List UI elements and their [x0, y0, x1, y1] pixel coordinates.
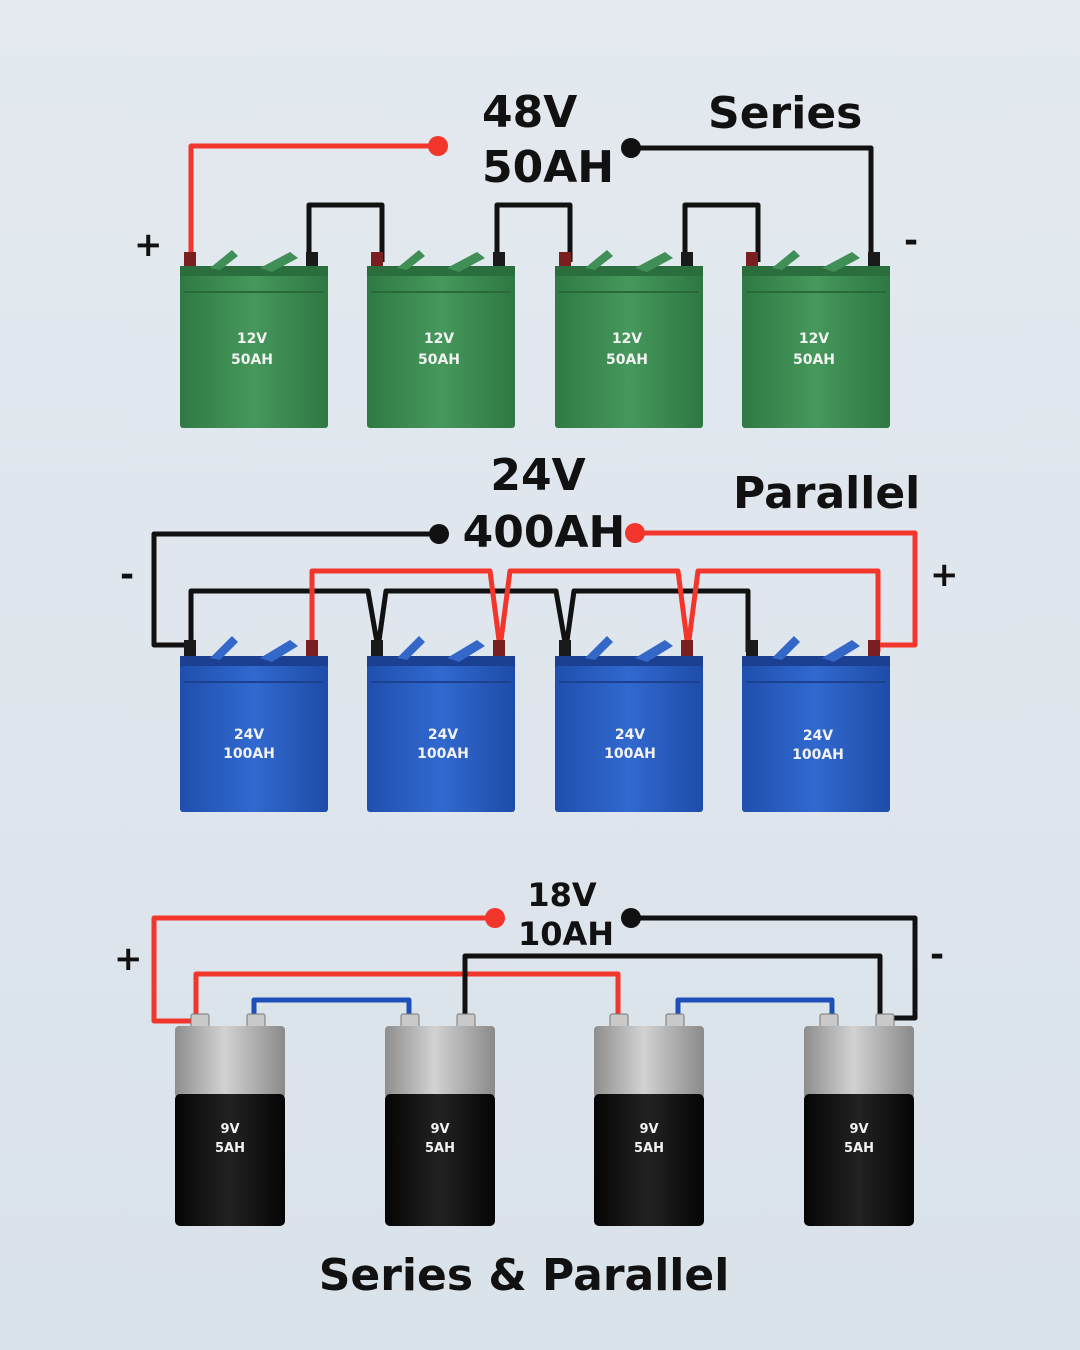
sp-negative-link-wire: [462, 953, 883, 1020]
parallel-positive-bus: [309, 568, 881, 652]
series-battery-4-voltage: 12V: [799, 331, 829, 347]
parallel-battery-3: 24V 100AH: [555, 636, 703, 812]
sp-positive-main-wire: [151, 915, 494, 1024]
series-parallel-section: 9V 5AH 9V 5AH 9V 5AH 9V 5AH 18V: [114, 876, 944, 1301]
sp-battery-2-voltage: 9V: [430, 1122, 449, 1137]
sp-battery-1-capacity: 5AH: [215, 1141, 245, 1156]
sp-battery-3-voltage: 9V: [639, 1122, 658, 1137]
sp-capacity-label: 10AH: [518, 915, 614, 953]
series-positive-wire: [188, 143, 436, 262]
sp-series-link-left: [251, 997, 412, 1022]
series-negative-terminal-dot: [621, 138, 641, 158]
series-capacity-label: 50AH: [482, 142, 614, 193]
series-battery-1-voltage: 12V: [237, 331, 267, 347]
sp-battery-1: 9V 5AH: [175, 1013, 285, 1226]
parallel-battery-1-capacity: 100AH: [223, 746, 275, 762]
parallel-wires: [151, 523, 918, 652]
sp-positive-terminal-dot: [485, 908, 505, 928]
sp-plus-sign: +: [114, 939, 143, 979]
sp-battery-4-voltage: 9V: [849, 1122, 868, 1137]
parallel-battery-3-voltage: 24V: [615, 727, 645, 743]
parallel-section: 24V 100AH 24V 100AH 24V 100AH: [120, 450, 959, 812]
parallel-minus-sign: -: [120, 555, 134, 595]
parallel-title: Parallel: [733, 468, 920, 519]
sp-series-link-right: [675, 997, 835, 1022]
series-battery-4-capacity: 50AH: [793, 352, 835, 368]
series-parallel-wires: [151, 908, 918, 1024]
series-minus-sign: -: [904, 221, 918, 261]
series-battery-4: 12V 50AH: [742, 250, 890, 428]
parallel-negative-wire: [151, 531, 438, 648]
parallel-battery-4-capacity: 100AH: [792, 747, 844, 763]
parallel-positive-terminal-dot: [625, 523, 645, 543]
parallel-positive-wire: [636, 530, 918, 648]
parallel-negative-terminal-dot: [429, 524, 449, 544]
series-battery-2: 12V 50AH: [367, 250, 515, 428]
parallel-negative-bus: [188, 588, 751, 652]
sp-battery-4: 9V 5AH: [804, 1013, 914, 1226]
sp-positive-link-wire: [193, 971, 621, 1020]
series-battery-3: 12V 50AH: [555, 250, 703, 428]
series-battery-1: 12V 50AH: [180, 250, 328, 428]
series-battery-2-capacity: 50AH: [418, 352, 460, 368]
sp-minus-sign: -: [930, 935, 944, 975]
series-battery-3-capacity: 50AH: [606, 352, 648, 368]
sp-battery-2-capacity: 5AH: [425, 1141, 455, 1156]
series-plus-sign: +: [134, 225, 163, 265]
sp-battery-2: 9V 5AH: [385, 1013, 495, 1226]
sp-battery-3: 9V 5AH: [594, 1013, 704, 1226]
parallel-battery-4: 24V 100AH: [742, 636, 890, 812]
sp-battery-1-voltage: 9V: [220, 1122, 239, 1137]
series-negative-wire: [632, 145, 874, 262]
parallel-battery-2: 24V 100AH: [367, 636, 515, 812]
sp-negative-terminal-dot: [621, 908, 641, 928]
sp-battery-4-capacity: 5AH: [844, 1141, 874, 1156]
sp-title: Series & Parallel: [319, 1250, 730, 1301]
series-wires: [188, 136, 874, 262]
parallel-plus-sign: +: [930, 555, 959, 595]
parallel-battery-3-capacity: 100AH: [604, 746, 656, 762]
series-link-wire-2: [494, 202, 573, 262]
series-voltage-label: 48V: [482, 87, 577, 138]
series-battery-3-voltage: 12V: [612, 331, 642, 347]
parallel-capacity-label: 400AH: [463, 507, 626, 558]
parallel-battery-4-voltage: 24V: [803, 728, 833, 744]
parallel-voltage-label: 24V: [490, 450, 585, 501]
parallel-battery-1: 24V 100AH: [180, 636, 328, 812]
series-link-wire-1: [306, 202, 385, 262]
parallel-battery-1-voltage: 24V: [234, 727, 264, 743]
sp-negative-main-wire: [632, 915, 918, 1021]
parallel-battery-2-voltage: 24V: [428, 727, 458, 743]
series-battery-1-capacity: 50AH: [231, 352, 273, 368]
series-title: Series: [708, 88, 862, 139]
series-positive-terminal-dot: [428, 136, 448, 156]
sp-voltage-label: 18V: [527, 876, 597, 914]
parallel-battery-2-capacity: 100AH: [417, 746, 469, 762]
sp-battery-3-capacity: 5AH: [634, 1141, 664, 1156]
series-link-wire-3: [682, 202, 761, 262]
series-section: 12V 50AH 12V 50AH 12V 50AH: [134, 87, 918, 428]
series-battery-2-voltage: 12V: [424, 331, 454, 347]
